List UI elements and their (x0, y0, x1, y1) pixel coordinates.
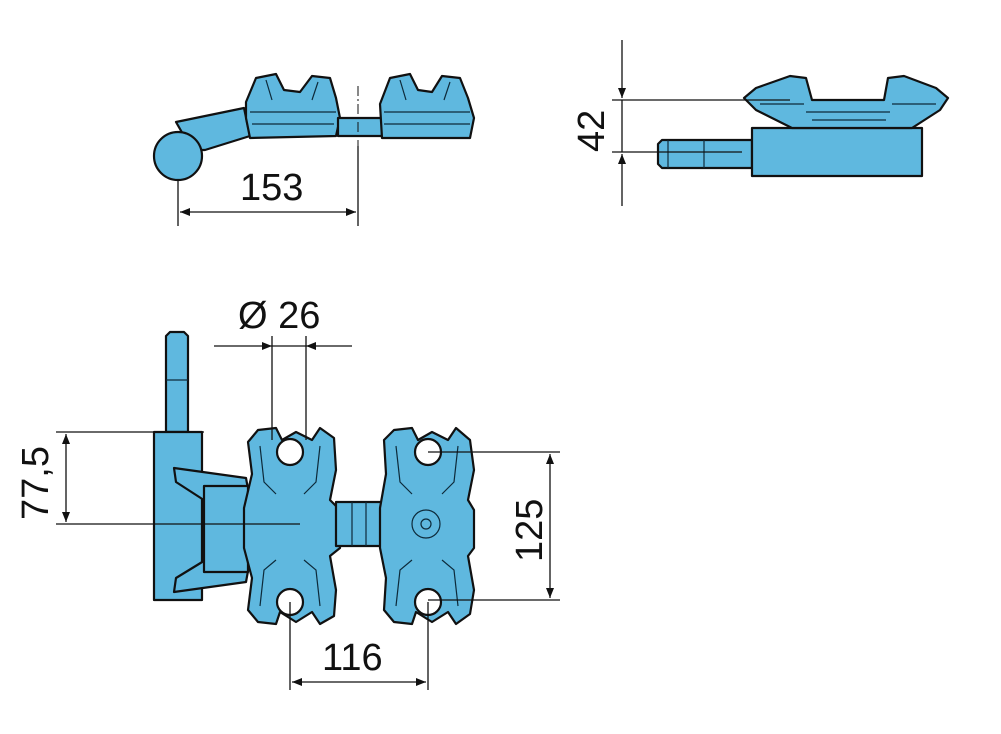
dim-label-116: 116 (322, 637, 383, 679)
side-view-right-coupling (378, 72, 476, 140)
plan-view-rod (164, 330, 190, 434)
plan-view-hinge-pin (334, 500, 384, 548)
plan-view: Ø 26 77,5 125 116 (15, 295, 560, 690)
side-view: 153 (152, 72, 476, 226)
end-view-housing (750, 126, 924, 178)
side-view-knob (152, 130, 204, 182)
dim-label-diameter: Ø 26 (238, 295, 320, 337)
end-view-coupling-top (742, 74, 950, 130)
dim-label-125: 125 (509, 499, 551, 562)
dim-label-77-5: 77,5 (15, 446, 57, 520)
side-view-left-coupling (244, 72, 342, 140)
dim-label-153: 153 (240, 167, 303, 209)
side-view-pin (336, 116, 384, 138)
plan-view-center-boss (411, 509, 441, 539)
end-view: 42 (571, 40, 950, 206)
end-view-shaft (656, 138, 754, 170)
dim-label-42: 42 (571, 110, 613, 152)
plan-view-right-plate (378, 426, 476, 626)
plan-view-fork-web (202, 484, 250, 574)
plan-view-hole-top-left (275, 437, 305, 467)
